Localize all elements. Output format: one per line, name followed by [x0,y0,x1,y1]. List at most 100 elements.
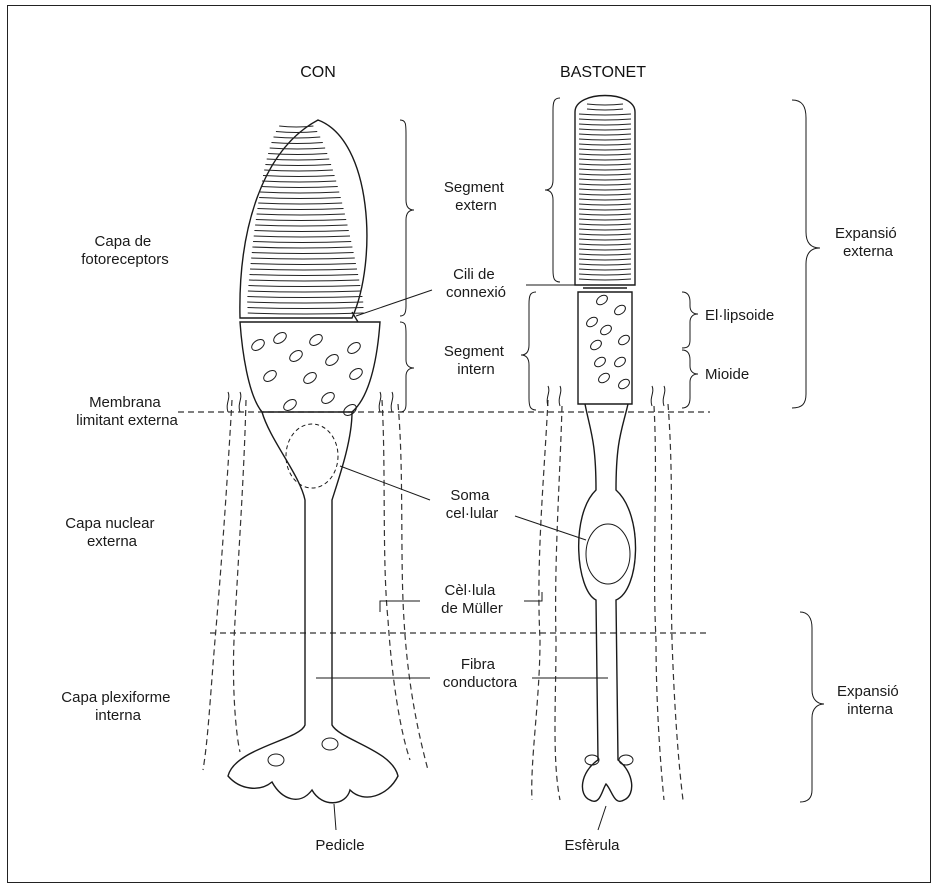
rod-disc [579,199,631,200]
muller-microvillus [239,392,241,412]
cone-mitochondrion [346,340,363,355]
muller-microvillus [391,392,393,412]
cone-mitochondrion [302,370,319,385]
cone-disc [251,264,356,265]
cone-disc [257,214,345,215]
cone-disc [265,165,331,166]
rod-mitochondrion [617,333,631,346]
cone-disc [248,291,361,292]
rod-disc [579,149,631,150]
outer-segment-bracket [400,120,414,316]
cone-disc [254,236,350,237]
cone-disc [257,209,343,210]
rod-mitochondrion [589,338,603,351]
rod-disc [579,224,631,225]
cone-disc [248,286,360,287]
rod-disc [579,259,631,260]
rod-inner-segment [578,292,632,404]
rod-disc [579,214,631,215]
cone-disc [276,132,317,133]
cone-mitochondrion [320,390,337,405]
rod-mitochondrion [599,323,613,336]
soma-leader-rod [515,516,586,540]
rod-disc [579,269,631,270]
inner-expansion-bracket [800,612,824,802]
cone-disc [247,308,363,309]
rod-disc [579,209,631,210]
rod-disc [579,154,631,155]
cone-disc [259,198,341,199]
muller-microvillus [651,386,653,406]
cone-disc [252,253,354,254]
cone-muller-right-outer [398,404,428,770]
outer-nuclear-layer-label: Capa nuclear externa [65,515,158,550]
myoid-label: Mioide [705,366,749,383]
conducting-fiber-label: Fibra conductora [443,656,518,691]
cone-outer-segment [240,120,367,318]
rod-mitochondrion [613,303,627,316]
muller-microvillus [227,392,229,412]
rod-disc [579,164,631,165]
cone-disc [247,302,363,303]
cone-mitochondrion [262,368,279,383]
rod-inner-bracket [521,292,536,410]
rod-disc [579,254,631,255]
outer-expansion-bracket [792,100,820,408]
rod-mitochondrion [617,377,631,390]
rod-disc [579,119,631,120]
cone-disc [267,159,330,160]
cone-mitochondrion [288,348,305,363]
rod-disc [579,174,631,175]
rod-cell-body [579,404,636,801]
rod-disc [579,219,631,220]
cone-disc [252,247,352,248]
rod-outer-bracket [545,98,560,282]
cone-disc [248,313,364,314]
rod-muller-left [532,400,548,800]
cone-disc [260,192,339,193]
cone-disc [271,143,322,144]
ellipsoid-label: El·lipsoide [705,307,774,324]
cone-disc [254,231,348,232]
cone-disc [253,242,351,243]
rod-mitochondrion [585,315,599,328]
rod-mitochondrion [613,355,627,368]
rod-disc [579,244,631,245]
rod-disc [579,144,631,145]
spherule-leader [598,806,606,830]
rod-disc [587,104,623,105]
rod-disc [579,134,631,135]
cone-disc [262,181,336,182]
rod-muller-left-inner [555,406,562,800]
rod-muller-right [668,404,683,800]
rod-disc [579,184,631,185]
cone-cell-body [228,412,398,803]
rod-disc [587,109,623,110]
rod-disc [579,169,631,170]
cone-mitochondrion [324,352,341,367]
rod-disc [579,234,631,235]
rod-disc [579,189,631,190]
rod-disc [579,124,631,125]
rod-disc [579,264,631,265]
cone-disc [279,126,313,127]
cone-title: CON [300,64,336,81]
cone-mitochondrion [348,366,365,381]
cone-disc [249,280,359,281]
cone-mitochondrion [250,337,267,352]
muller-microvillus [559,386,561,406]
inner-plexiform-layer-label: Capa plexiforme interna [61,689,174,724]
cone-mitochondrion [282,397,299,412]
pedicle-label: Pedicle [315,837,364,854]
cone-disc [263,176,335,177]
cone-disc [268,154,327,155]
rod-disc [579,194,631,195]
cone-muller-left [203,400,232,770]
cone-disc [261,187,338,188]
cell-body-label: Soma cel·lular [446,487,499,522]
cone-muller-left-inner [233,400,246,752]
muller-microvillus [663,386,665,406]
outer-expansion-label: Expansió externa [835,225,901,260]
rod-disc [579,249,631,250]
